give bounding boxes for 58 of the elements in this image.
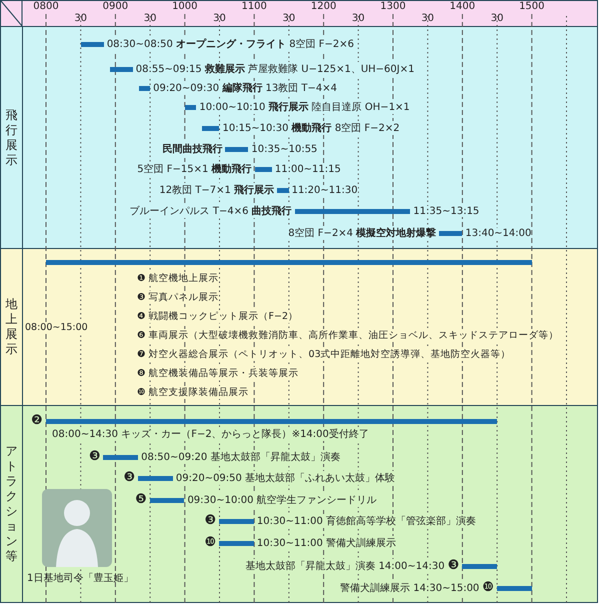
schedule-text: 13:40~14:00 xyxy=(465,228,532,238)
schedule-text: 09:20~09:50 基地太鼓部「ふれあい太鼓」体験 xyxy=(176,471,396,485)
schedule-text: 11:20~11:30 xyxy=(292,184,358,196)
section-panel xyxy=(0,405,598,603)
axis-tick-label: 1400 xyxy=(450,1,476,12)
callout-number: ❿ xyxy=(482,581,494,595)
schedule-text: 10:15~10:30 機動飛行 8空団 F−2×2 xyxy=(222,121,400,135)
axis-tick-label: 1200 xyxy=(310,1,336,12)
axis-tick-label: 1000 xyxy=(172,1,198,12)
axis-tick-label: 1300 xyxy=(380,1,406,12)
exhibit-item: ❿ 航空支援隊装備品展示 xyxy=(137,386,249,399)
axis-tick-label: 30 xyxy=(282,13,296,24)
schedule-text: 11:35~13:15 xyxy=(413,206,480,216)
callout-number: ❸ xyxy=(204,514,216,528)
schedule-text: 08:30~08:50 オープニング・フライト 8空団 F−2×6 xyxy=(106,37,354,51)
schedule-text: 警備犬訓練展示 14:30~15:00 xyxy=(340,581,480,595)
schedule-text: 民間曲技飛行 xyxy=(162,142,222,156)
schedule-text: 08:50~09:20 基地太鼓部「昇龍太鼓」演奏 xyxy=(141,450,340,464)
callout-number: ❸ xyxy=(88,450,100,464)
schedule-text: 10:00~10:10 飛行展示 陸自目達原 OH−1×1 xyxy=(199,100,410,114)
callout-number: ❸ xyxy=(124,471,136,485)
exhibit-item: ❸ 写真パネル展示 xyxy=(137,291,219,304)
axis-tick-label: 30 xyxy=(352,13,365,24)
schedule-text: 11:00~11:15 xyxy=(274,164,341,174)
section-heading: 地上展示 xyxy=(5,297,18,357)
axis-tick-label: 30 xyxy=(490,13,504,24)
section-heading: アトラクション等 xyxy=(5,444,18,564)
time-range: 08:00~15:00 xyxy=(25,322,88,333)
schedule-text: 10:35~10:55 xyxy=(251,144,318,154)
schedule-text: 10:30~11:00 警備犬訓練展示 xyxy=(256,536,396,550)
axis-tick-label: 30 xyxy=(421,13,434,24)
callout-number: ❺ xyxy=(135,493,147,507)
exhibit-item: ❽ 航空機装備品等展示・兵装等展示 xyxy=(137,367,299,380)
axis-tick-label: 0900 xyxy=(102,1,128,12)
axis-tick-label: 30 xyxy=(213,13,226,24)
section-panel xyxy=(0,26,598,249)
schedule-text: 8空団 F−2×4 模擬空対地射爆撃 xyxy=(288,226,436,240)
schedule-text: 09:30~10:00 航空学生ファンシードリル xyxy=(187,493,377,507)
schedule-text: 12教団 T−7×1 飛行展示 xyxy=(159,183,274,197)
schedule-text: 5空団 F−15×1 機動飛行 xyxy=(137,162,252,176)
axis-tick-label: 30 xyxy=(144,13,156,24)
schedule-text: 10:30~11:00 育徳館高等学校「管弦楽部」演奏 xyxy=(256,514,476,528)
callout-number: ❸ xyxy=(448,559,460,573)
schedule-text: 08:55~09:15 救難展示 芦屋救難隊 U−125×1、UH−60J×1 xyxy=(136,62,414,76)
axis-tick-label: 1100 xyxy=(241,1,267,12)
callout-number: ❷ xyxy=(31,414,43,428)
schedule-text: 基地太鼓部「昇龍太鼓」演奏 14:00~14:30 xyxy=(245,559,445,573)
schedule-text: 08:00~14:30 キッズ・カー（F−2、からっと隊長）※14:00受付終了 xyxy=(52,427,369,441)
axis-tick-label: 1500 xyxy=(519,1,545,12)
schedule-bar xyxy=(46,260,532,265)
schedule-text: 09:20~09:30 編隊飛行 13教団 T−4×4 xyxy=(153,81,337,95)
schedule-text: ブルーインパルス T−4×6 曲技飛行 xyxy=(130,204,292,218)
axis-tick-label: 0800 xyxy=(33,1,59,12)
axis-tick-label: 30 xyxy=(74,13,88,24)
exhibit-item: ❶ 航空機地上展示 xyxy=(137,272,219,285)
picture-caption: 1日基地司令「豊玉姫」 xyxy=(27,572,127,585)
section-heading: 飛行展示 xyxy=(5,108,18,168)
callout-number: ❿ xyxy=(204,536,216,550)
